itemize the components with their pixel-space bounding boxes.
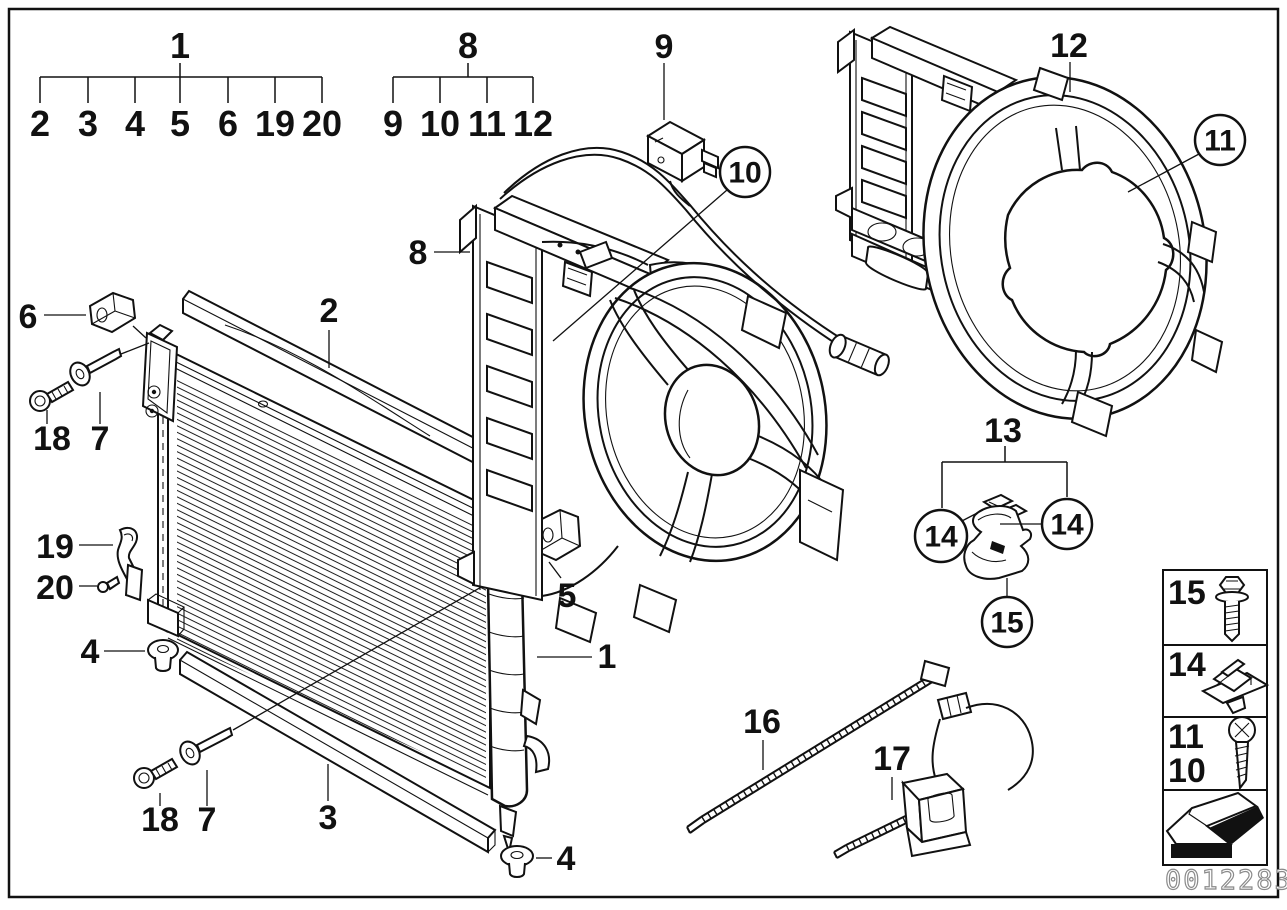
wiring-harness	[499, 147, 890, 377]
label-18-upper: 18	[33, 420, 71, 458]
label-8: 8	[409, 234, 428, 272]
grommet-left-part	[147, 639, 179, 672]
tree-child-label: 5	[170, 103, 190, 144]
retainer-clip-part	[116, 526, 144, 602]
rivet-lower-part	[179, 551, 543, 766]
label-17: 17	[873, 740, 911, 778]
label-6: 6	[19, 298, 38, 336]
label-4-bottom: 4	[557, 840, 576, 878]
cable-tie-part	[686, 659, 951, 834]
grommet-bottom-part	[500, 845, 534, 878]
label-4-left: 4	[81, 633, 100, 671]
label-12: 12	[1050, 27, 1088, 65]
legend-label-15: 15	[1168, 574, 1206, 612]
tree-child-label: 19	[255, 103, 295, 144]
circled-label: 10	[728, 157, 761, 190]
fan-shroud-assembly	[457, 194, 845, 644]
label-13: 13	[984, 412, 1022, 450]
tree-child-label: 11	[468, 103, 506, 144]
bottom-trim-strip	[179, 650, 497, 854]
circled-label: 14	[1050, 509, 1084, 542]
drawing-number: 00122836	[1165, 865, 1287, 896]
callout-tree-fan: 8 9 10 11 12	[383, 25, 553, 144]
screw-small-part	[97, 575, 121, 593]
label-7-lower: 7	[198, 801, 217, 839]
tree-bracket-lines	[39, 63, 323, 103]
circled-10: 10	[552, 145, 772, 342]
tree-child-label: 20	[302, 103, 342, 144]
hex-flange-bolt-icon	[1215, 576, 1249, 643]
label-19: 19	[36, 528, 74, 566]
legend-label-14: 14	[1168, 646, 1206, 684]
label-5: 5	[558, 577, 577, 615]
legend-label-11: 11	[1168, 718, 1204, 756]
tree-child-label: 2	[30, 103, 50, 144]
tree-child-label: 6	[218, 103, 238, 144]
circled-label: 14	[924, 521, 958, 554]
label-3: 3	[319, 799, 338, 837]
circled-label: 11	[1204, 125, 1236, 158]
label-9: 9	[655, 28, 674, 66]
callout-tree-radiator: 1 2 3 4 5 6 19 20	[30, 25, 342, 144]
rivet-upper-part	[69, 342, 150, 387]
relay-part	[646, 120, 719, 183]
bolt-upper-part	[29, 380, 75, 412]
radiator-foot	[147, 593, 185, 638]
phillips-screw-icon	[1228, 716, 1256, 791]
bolt-lower-part	[133, 757, 179, 789]
label-16: 16	[743, 703, 781, 741]
direction-arrow-icon	[1165, 791, 1264, 858]
label-1: 1	[598, 638, 617, 676]
tree-parent-label: 8	[458, 25, 478, 66]
tree-child-label: 4	[125, 103, 145, 144]
legend-table: 15 14 11 10	[1162, 569, 1270, 866]
tree-child-label: 10	[420, 103, 460, 144]
label-20: 20	[36, 569, 74, 607]
radiator-top-bracket	[141, 323, 179, 423]
tree-child-label: 3	[78, 103, 98, 144]
bracket-13-group: 14 14 15	[913, 446, 1094, 649]
callout-labels: 6 18 7 2 19 20 4 5 1 3 18 7 4 8 9 12 13 …	[19, 27, 1088, 878]
label-2: 2	[320, 292, 339, 330]
label-7-upper: 7	[91, 420, 110, 458]
cable-tie-holder-part	[833, 691, 1034, 859]
circled-15: 15	[980, 595, 1034, 649]
tree-child-label: 9	[383, 103, 403, 144]
label-18-lower: 18	[141, 801, 179, 839]
mount-cap-part	[88, 291, 147, 339]
tree-bracket-lines	[392, 63, 534, 103]
tree-parent-label: 1	[170, 25, 190, 66]
empty-shroud-drawing	[835, 25, 1224, 438]
circled-11: 11	[1127, 113, 1247, 193]
legend-label-10: 10	[1168, 752, 1206, 790]
mounting-hole	[257, 400, 269, 408]
tree-child-label: 12	[513, 103, 553, 144]
sheet-metal-clip-icon	[1200, 658, 1270, 715]
circled-14-right: 14	[1040, 497, 1094, 551]
circled-label: 15	[990, 607, 1023, 640]
circled-14-left: 14	[913, 508, 969, 564]
